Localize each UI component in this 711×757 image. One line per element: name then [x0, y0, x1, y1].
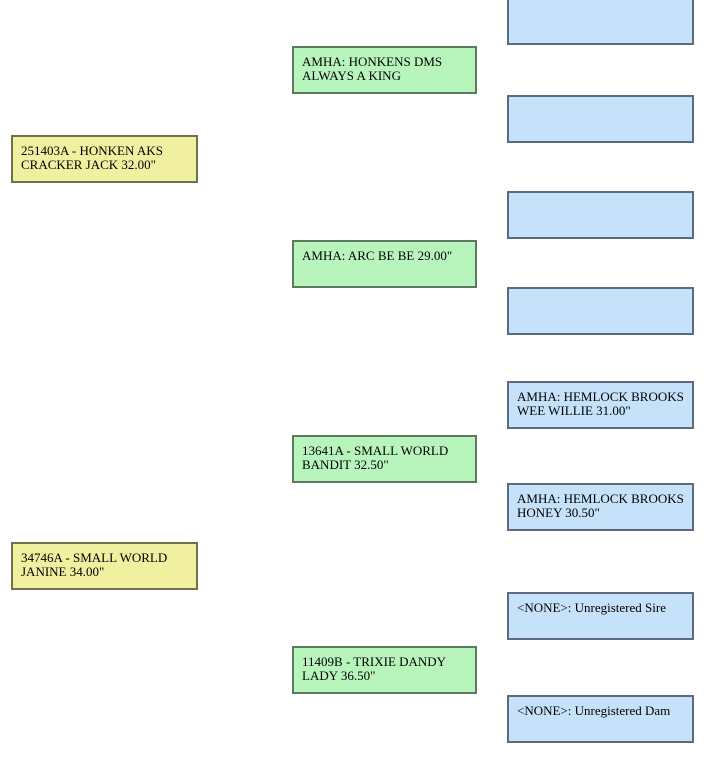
pedigree-box-label: AMHA: HEMLOCK BROOKS WEE WILLIE 31.00" [517, 389, 684, 418]
pedigree-box-label: AMHA: ARC BE BE 29.00" [302, 248, 453, 263]
pedigree-box-dam-dam-sire[interactable]: <NONE>: Unregistered Sire [507, 592, 694, 640]
pedigree-box-dam[interactable]: 34746A - SMALL WORLD JANINE 34.00" [11, 542, 198, 590]
pedigree-box-sire-dam-sire-empty [507, 191, 694, 239]
pedigree-box-label: 34746A - SMALL WORLD JANINE 34.00" [21, 550, 168, 579]
pedigree-box-dam-sire-dam[interactable]: AMHA: HEMLOCK BROOKS HONEY 30.50" [507, 483, 694, 531]
pedigree-box-label: <NONE>: Unregistered Sire [517, 600, 666, 615]
pedigree-box-sire-sire-dam-empty [507, 95, 694, 143]
pedigree-box-dam-dam[interactable]: 11409B - TRIXIE DANDY LADY 36.50" [292, 646, 477, 694]
pedigree-box-sire-sire[interactable]: AMHA: HONKENS DMS ALWAYS A KING [292, 46, 477, 94]
pedigree-box-sire[interactable]: 251403A - HONKEN AKS CRACKER JACK 32.00" [11, 135, 198, 183]
pedigree-box-label: AMHA: HONKENS DMS ALWAYS A KING [302, 54, 443, 83]
pedigree-box-sire-sire-sire-empty [507, 0, 694, 45]
pedigree-box-dam-sire-sire[interactable]: AMHA: HEMLOCK BROOKS WEE WILLIE 31.00" [507, 381, 694, 429]
pedigree-box-sire-dam[interactable]: AMHA: ARC BE BE 29.00" [292, 240, 477, 288]
pedigree-box-label: 13641A - SMALL WORLD BANDIT 32.50" [302, 443, 449, 472]
pedigree-box-label: 11409B - TRIXIE DANDY LADY 36.50" [302, 654, 446, 683]
pedigree-box-label: AMHA: HEMLOCK BROOKS HONEY 30.50" [517, 491, 684, 520]
pedigree-box-label: 251403A - HONKEN AKS CRACKER JACK 32.00" [21, 143, 163, 172]
pedigree-box-sire-dam-dam-empty [507, 287, 694, 335]
pedigree-box-dam-sire[interactable]: 13641A - SMALL WORLD BANDIT 32.50" [292, 435, 477, 483]
pedigree-box-label: <NONE>: Unregistered Dam [517, 703, 671, 718]
pedigree-box-dam-dam-dam[interactable]: <NONE>: Unregistered Dam [507, 695, 694, 743]
